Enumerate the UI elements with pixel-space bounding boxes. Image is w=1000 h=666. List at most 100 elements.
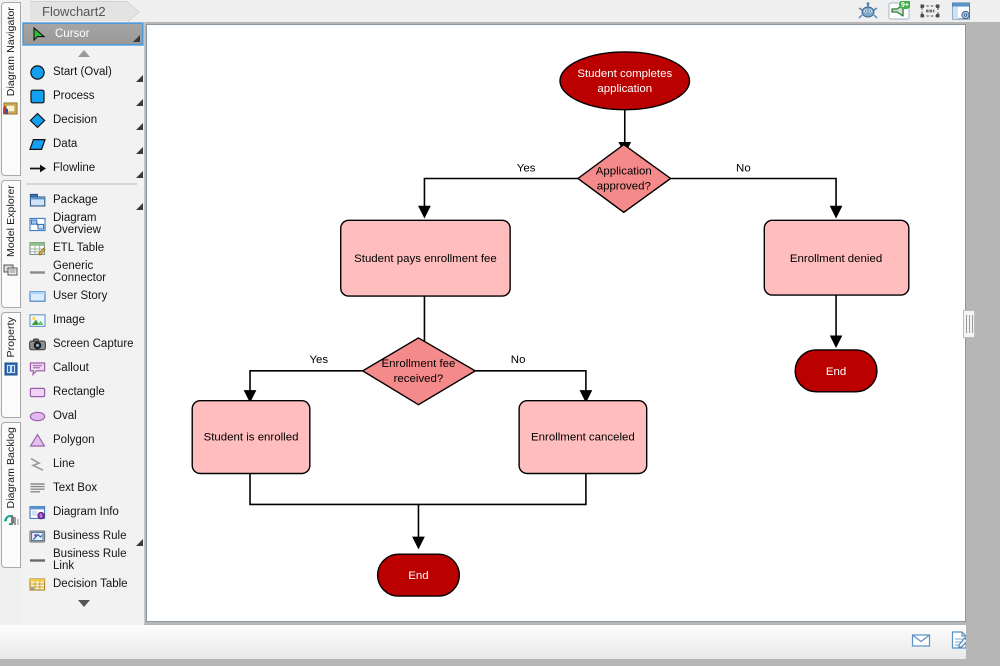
node-student-completes-application[interactable]: Student completes application [559, 51, 691, 111]
palette-item-screen-capture[interactable]: Screen Capture [22, 332, 145, 356]
node-label: Enrollment denied [790, 253, 882, 265]
palette-item-expand-icon[interactable] [136, 123, 143, 130]
palette-item-callout[interactable]: Callout [22, 356, 145, 380]
diagram-overview-icon [28, 216, 47, 233]
palette-item-line[interactable]: Line [22, 452, 145, 476]
sidebar-tab-model-explorer[interactable]: Model Explorer [1, 180, 21, 308]
palette-item-user-story[interactable]: User Story [22, 284, 145, 308]
resize-selection-icon[interactable] [919, 1, 941, 21]
panel-settings-icon[interactable] [950, 1, 972, 21]
node-label: Enrollment canceled [531, 432, 635, 444]
palette-item-label: User Story [53, 290, 108, 302]
palette-scroll-down-button[interactable] [22, 596, 145, 610]
diagram-canvas[interactable]: Yes No Yes No Student completes applicat… [146, 24, 966, 622]
sidebar-tab-property[interactable]: Property [1, 312, 21, 418]
assistant-bot-icon[interactable] [857, 1, 879, 21]
rectangle-icon [28, 384, 47, 401]
announcement-badge-count: 9+ [901, 2, 909, 9]
palette-item-business-rule-link[interactable]: Business Rule Link [22, 548, 145, 572]
palette-item-label: Decision Table [53, 578, 128, 590]
palette-item-diagram-overview[interactable]: Diagram Overview [22, 212, 145, 236]
sidebar-tab-diagram-navigator[interactable]: Diagram Navigator [1, 2, 21, 176]
flowchart-svg: Yes No Yes No Student completes applicat… [191, 51, 910, 597]
diagram-backlog-icon [3, 515, 19, 526]
node-enrollment-denied[interactable]: Enrollment denied [763, 219, 910, 296]
cursor-icon [30, 26, 49, 43]
palette-item-oval[interactable]: Oval [22, 404, 145, 428]
palette-item-process[interactable]: Process [22, 84, 145, 108]
sidebar-tab-model-explorer-label: Model Explorer [5, 185, 17, 258]
palette-item-start-oval[interactable]: Start (Oval) [22, 60, 145, 84]
palette-item-decision[interactable]: Decision [22, 108, 145, 132]
user-story-icon [28, 288, 47, 305]
palette-item-decision-table[interactable]: Decision Table [22, 572, 145, 596]
palette-item-expand-icon[interactable] [136, 99, 143, 106]
palette-item-label: Business Rule [53, 530, 127, 542]
etl-table-icon [28, 240, 47, 257]
palette-item-label: Text Box [53, 482, 98, 494]
palette-item-label: Generic Connector [53, 260, 107, 284]
business-rule-link-icon [28, 552, 47, 569]
node-student-is-enrolled[interactable]: Student is enrolled [191, 400, 311, 475]
palette-item-rectangle[interactable]: Rectangle [22, 380, 145, 404]
node-label-line2: approved? [597, 180, 651, 192]
palette-item-label: Business Rule Link [53, 548, 127, 572]
callout-icon [28, 360, 47, 377]
palette-item-label: Line [53, 458, 75, 470]
palette-item-flowline[interactable]: Flowline [22, 156, 145, 180]
palette-item-label: ETL Table [53, 242, 105, 254]
sidebar-tab-diagram-backlog[interactable]: Diagram Backlog [1, 422, 21, 568]
palette-item-business-rule[interactable]: Business Rule [22, 524, 145, 548]
node-student-pays-enrollment-fee[interactable]: Student pays enrollment fee [340, 219, 511, 297]
decision-icon [28, 112, 47, 129]
note-icon[interactable] [948, 629, 970, 651]
palette-item-expand-icon[interactable] [136, 171, 143, 178]
splitter-grip-line [971, 315, 973, 333]
palette-item-label: Start (Oval) [53, 66, 112, 78]
palette-item-expand-icon[interactable] [136, 147, 143, 154]
document-tab-chevron-icon [126, 2, 139, 22]
palette-item-label: Callout [53, 362, 89, 374]
node-application-approved[interactable]: Application approved? [576, 143, 672, 214]
panel-splitter-handle[interactable] [963, 310, 975, 338]
mail-icon[interactable] [910, 629, 932, 651]
palette-item-cursor[interactable]: Cursor [22, 22, 144, 46]
palette-item-generic-connector[interactable]: Generic Connector [22, 260, 145, 284]
palette-item-image[interactable]: Image [22, 308, 145, 332]
palette-scroll-up-button[interactable] [22, 46, 145, 60]
connector-labels: Yes No Yes No [309, 163, 750, 366]
screen-capture-icon [28, 336, 47, 353]
palette-item-label: Decision [53, 114, 98, 126]
node-enrollment-canceled[interactable]: Enrollment canceled [518, 400, 648, 475]
palette-item-etl-table[interactable]: ETL Table [22, 236, 145, 260]
palette-item-data[interactable]: Data [22, 132, 145, 156]
node-label: End [408, 570, 428, 582]
palette-item-package[interactable]: Package [22, 188, 145, 212]
palette-item-expand-icon[interactable] [136, 539, 143, 546]
palette-item-expand-icon[interactable] [136, 203, 143, 210]
palette-item-text-box[interactable]: Text Box [22, 476, 145, 500]
palette-item-expand-icon[interactable] [136, 75, 143, 82]
announcements-megaphone-icon[interactable]: 9+ [888, 0, 911, 21]
splitter-grip-line [968, 315, 970, 333]
splitter-grip-line [965, 315, 967, 333]
sidebar-tab-diagram-backlog-label: Diagram Backlog [5, 427, 17, 509]
palette-item-label: Data [53, 138, 78, 150]
node-end-bottom[interactable]: End [376, 553, 461, 597]
sidebar-tab-diagram-navigator-label: Diagram Navigator [5, 7, 17, 97]
edge-label-approved-no: No [736, 163, 751, 175]
palette-item-label: Image [53, 314, 85, 326]
palette-item-polygon[interactable]: Polygon [22, 428, 145, 452]
node-enrollment-fee-received[interactable]: Enrollment fee received? [361, 337, 477, 406]
document-tab-flowchart2[interactable]: Flowchart2 [30, 1, 140, 22]
node-label-line2: application [597, 83, 652, 95]
generic-connector-icon [28, 264, 47, 281]
image-icon [28, 312, 47, 329]
edge-label-fee-yes: Yes [309, 354, 328, 366]
business-rule-icon [28, 528, 47, 545]
node-end-right[interactable]: End [794, 349, 878, 393]
palette-item-label: Rectangle [53, 386, 105, 398]
palette-item-expand-icon[interactable] [133, 35, 140, 42]
